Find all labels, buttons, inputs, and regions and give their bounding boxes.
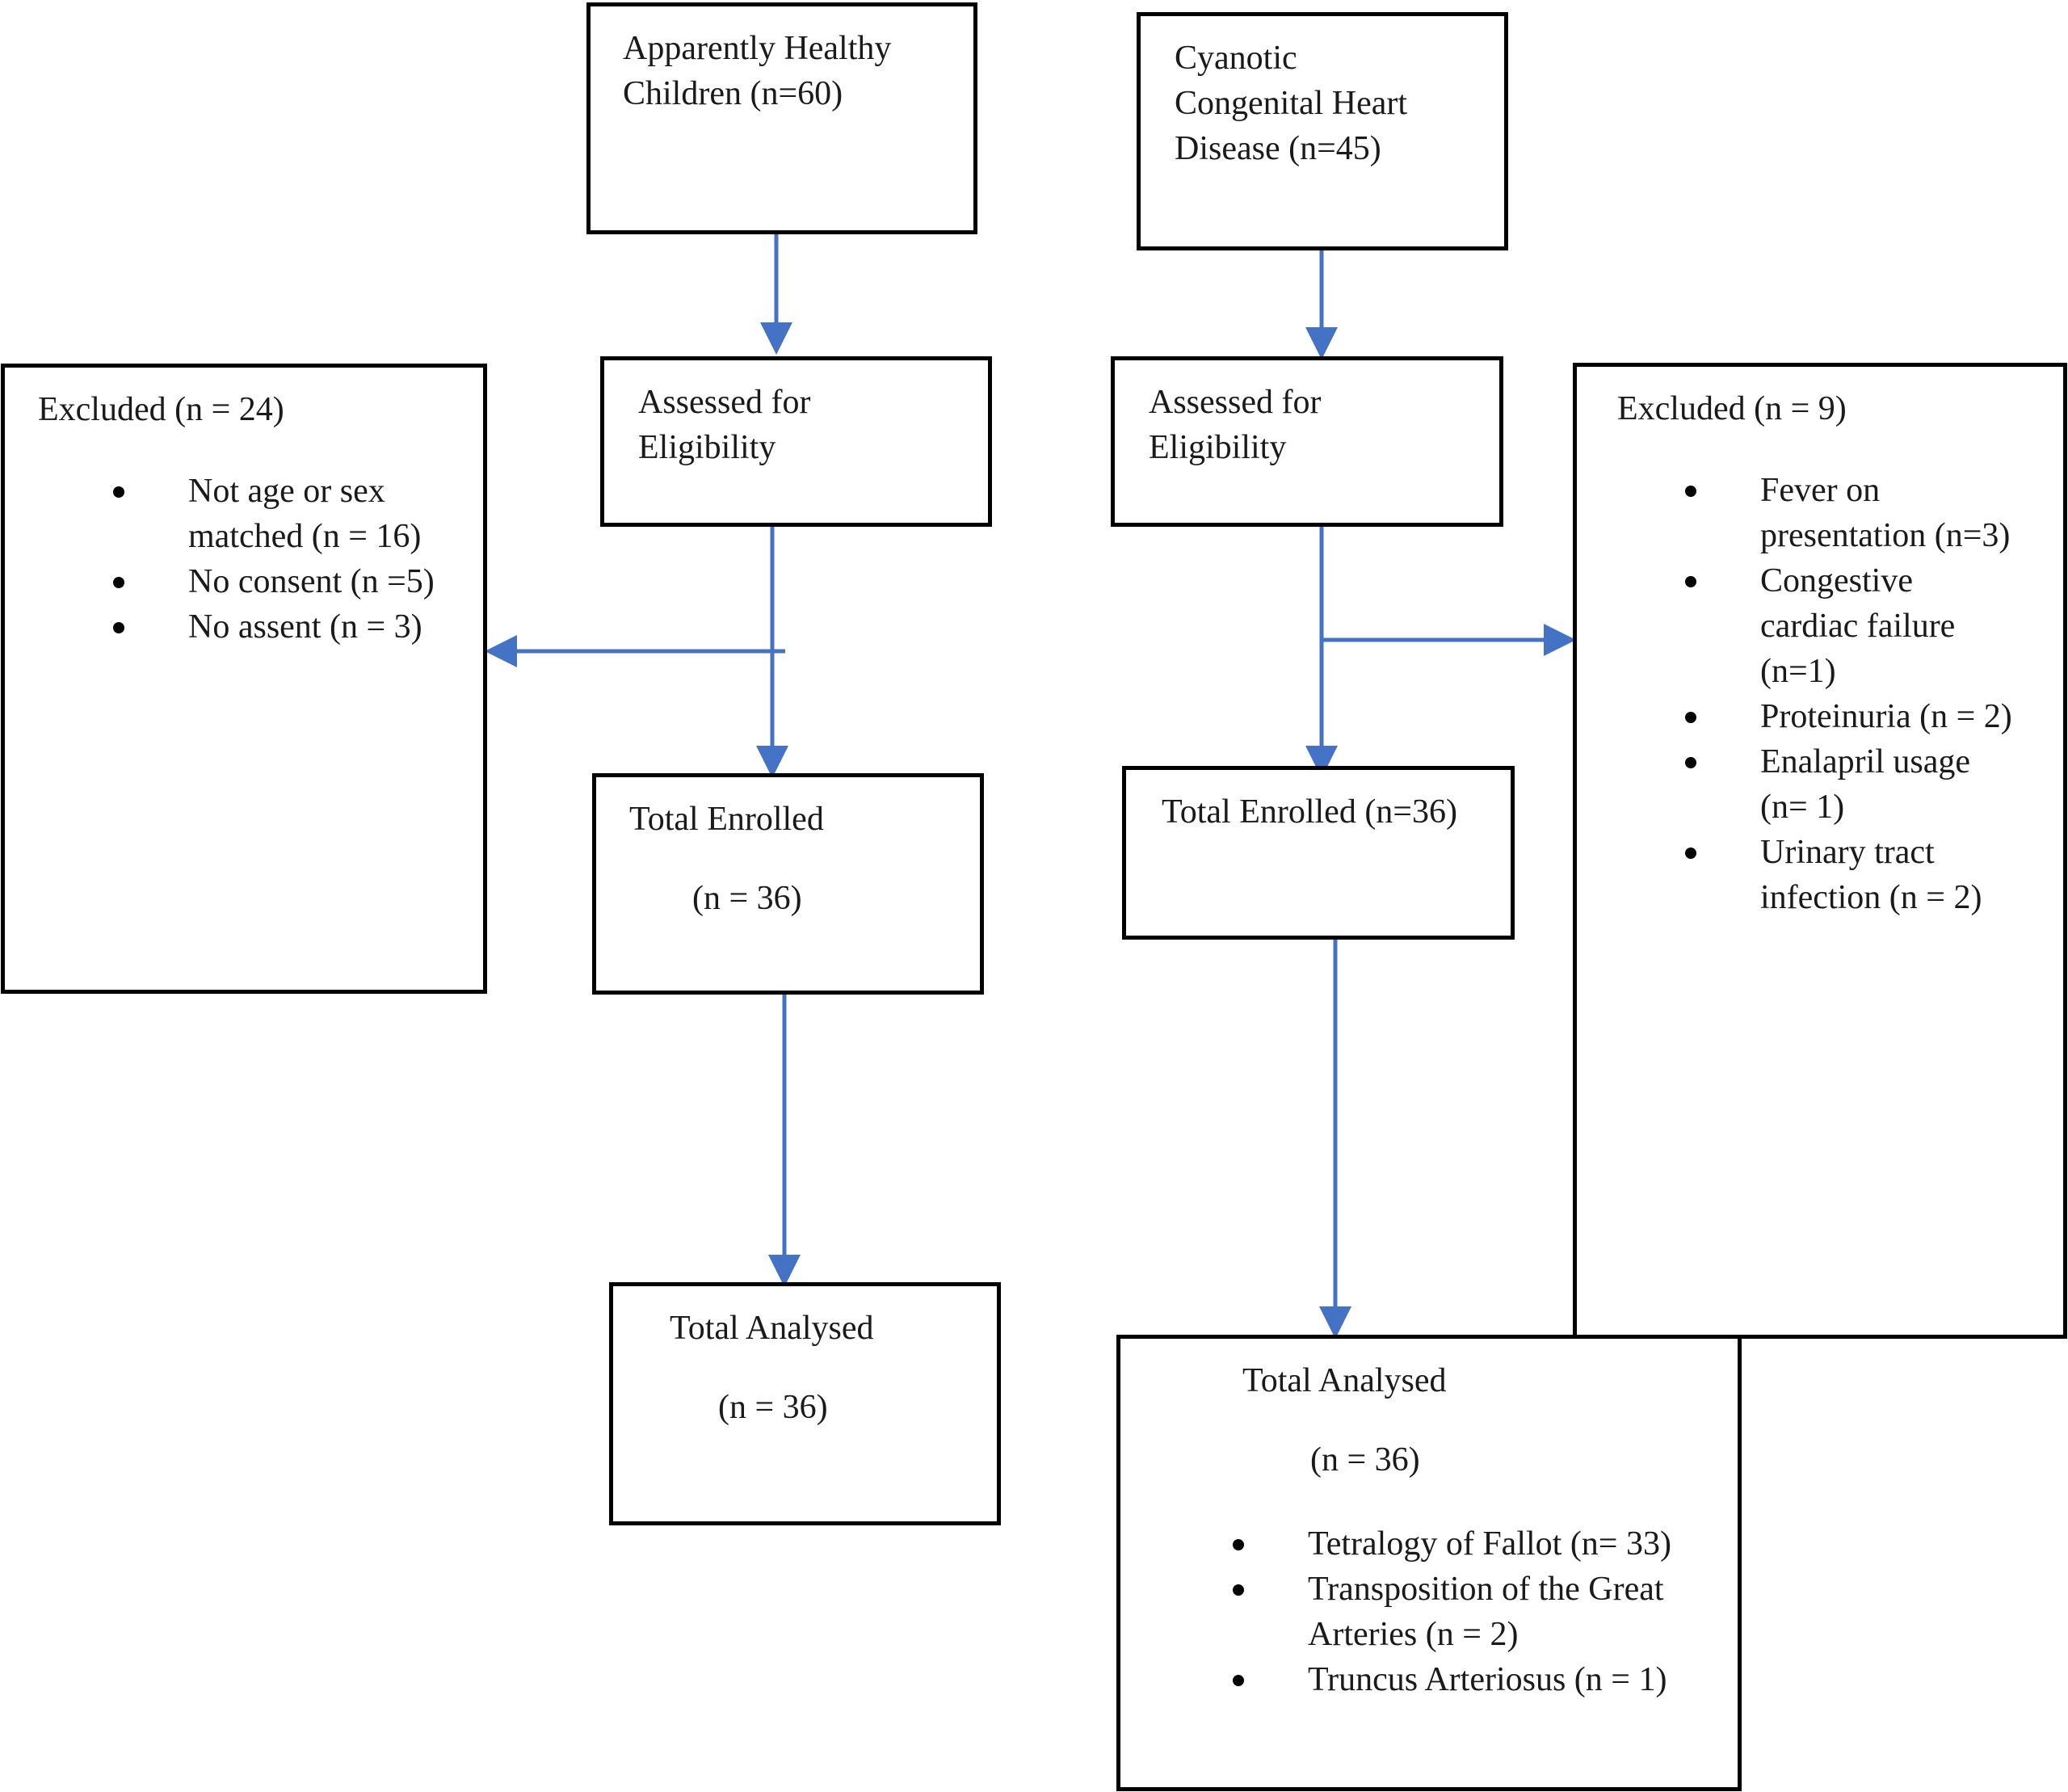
list-item-line: Congestive: [1760, 562, 1913, 599]
list-item-line: Urinary tract: [1760, 834, 1935, 871]
right-analysed-box: Total Analysed (n = 36) Tetralogy of Fal…: [1116, 1335, 1742, 1791]
list-item-line: Not age or sex: [188, 473, 385, 510]
right-assessed-line1: Assessed for: [1149, 384, 1322, 421]
right-assessed-box: Assessed for Eligibility: [1111, 356, 1503, 527]
left-excluded-box: Excluded (n = 24) Not age or sex matched…: [1, 364, 487, 994]
list-item: Congestive cardiac failure (n=1): [1685, 558, 2012, 694]
left-analysed-title: Total Analysed: [670, 1310, 874, 1347]
left-assessed-line2: Eligibility: [638, 429, 776, 466]
list-item-line: infection (n = 2): [1760, 879, 1982, 916]
left-enrolled-box: Total Enrolled (n = 36): [592, 773, 984, 995]
left-enrolled-title: Total Enrolled: [629, 801, 824, 838]
left-assessed-box: Assessed for Eligibility: [600, 356, 992, 527]
list-item-line: Tetralogy of Fallot (n= 33): [1308, 1525, 1671, 1563]
list-item-line: Transposition of the Great: [1308, 1571, 1664, 1608]
list-item-line: presentation (n=3): [1760, 517, 2011, 554]
list-item: Fever on presentation (n=3): [1685, 468, 2012, 558]
list-item: Proteinuria (n = 2): [1685, 694, 2012, 739]
right-assessed-line2: Eligibility: [1149, 429, 1287, 466]
left-excluded-list: Not age or sex matched (n = 16) No conse…: [113, 469, 435, 650]
left-analysed-count: (n = 36): [718, 1389, 828, 1426]
healthy-children-line2: Children (n=60): [623, 75, 843, 112]
list-item: Enalapril usage (n= 1): [1685, 739, 2012, 830]
list-item: Tetralogy of Fallot (n= 33): [1233, 1521, 1671, 1567]
list-item: Not age or sex matched (n = 16): [113, 469, 435, 559]
right-excluded-title: Excluded (n = 9): [1617, 390, 1847, 427]
cyanotic-chd-line2: Congenital Heart: [1175, 85, 1408, 122]
list-item-line: Arteries (n = 2): [1308, 1616, 1519, 1653]
list-item-line: Enalapril usage: [1760, 743, 1971, 780]
right-excluded-list: Fever on presentation (n=3) Congestive c…: [1685, 468, 2012, 920]
cyanotic-chd-line3: Disease (n=45): [1175, 130, 1381, 167]
list-item-line: Proteinuria (n = 2): [1760, 698, 2012, 735]
list-item-line: Fever on: [1760, 472, 1881, 509]
list-item: No assent (n = 3): [113, 604, 435, 650]
left-assessed-line1: Assessed for: [638, 384, 811, 421]
right-enrolled-box: Total Enrolled (n=36): [1122, 766, 1515, 940]
right-analysed-title: Total Analysed: [1242, 1362, 1447, 1399]
right-enrolled-title: Total Enrolled (n=36): [1162, 793, 1457, 831]
left-enrolled-count: (n = 36): [692, 880, 802, 917]
list-item-line: (n=1): [1760, 653, 1836, 690]
list-item: Transposition of the Great Arteries (n =…: [1233, 1567, 1671, 1657]
list-item: Truncus Arteriosus (n = 1): [1233, 1657, 1671, 1702]
cyanotic-chd-box: Cyanotic Congenital Heart Disease (n=45): [1137, 12, 1508, 250]
left-analysed-box: Total Analysed (n = 36): [609, 1282, 1001, 1525]
list-item-line: matched (n = 16): [188, 518, 422, 555]
cyanotic-chd-line1: Cyanotic: [1175, 40, 1297, 77]
list-item-line: No consent (n =5): [188, 563, 435, 600]
list-item-line: No assent (n = 3): [188, 608, 422, 646]
healthy-children-line1: Apparently Healthy: [623, 30, 892, 67]
list-item: Urinary tract infection (n = 2): [1685, 830, 2012, 920]
left-excluded-title: Excluded (n = 24): [38, 391, 284, 428]
list-item-line: cardiac failure: [1760, 608, 1956, 645]
healthy-children-box: Apparently Healthy Children (n=60): [586, 2, 977, 234]
right-excluded-box: Excluded (n = 9) Fever on presentation (…: [1573, 363, 2067, 1339]
list-item-line: (n= 1): [1760, 789, 1845, 826]
list-item-line: Truncus Arteriosus (n = 1): [1308, 1661, 1667, 1698]
right-analysed-count: (n = 36): [1310, 1441, 1420, 1479]
list-item: No consent (n =5): [113, 559, 435, 604]
right-analysed-list: Tetralogy of Fallot (n= 33) Transpositio…: [1233, 1521, 1671, 1702]
